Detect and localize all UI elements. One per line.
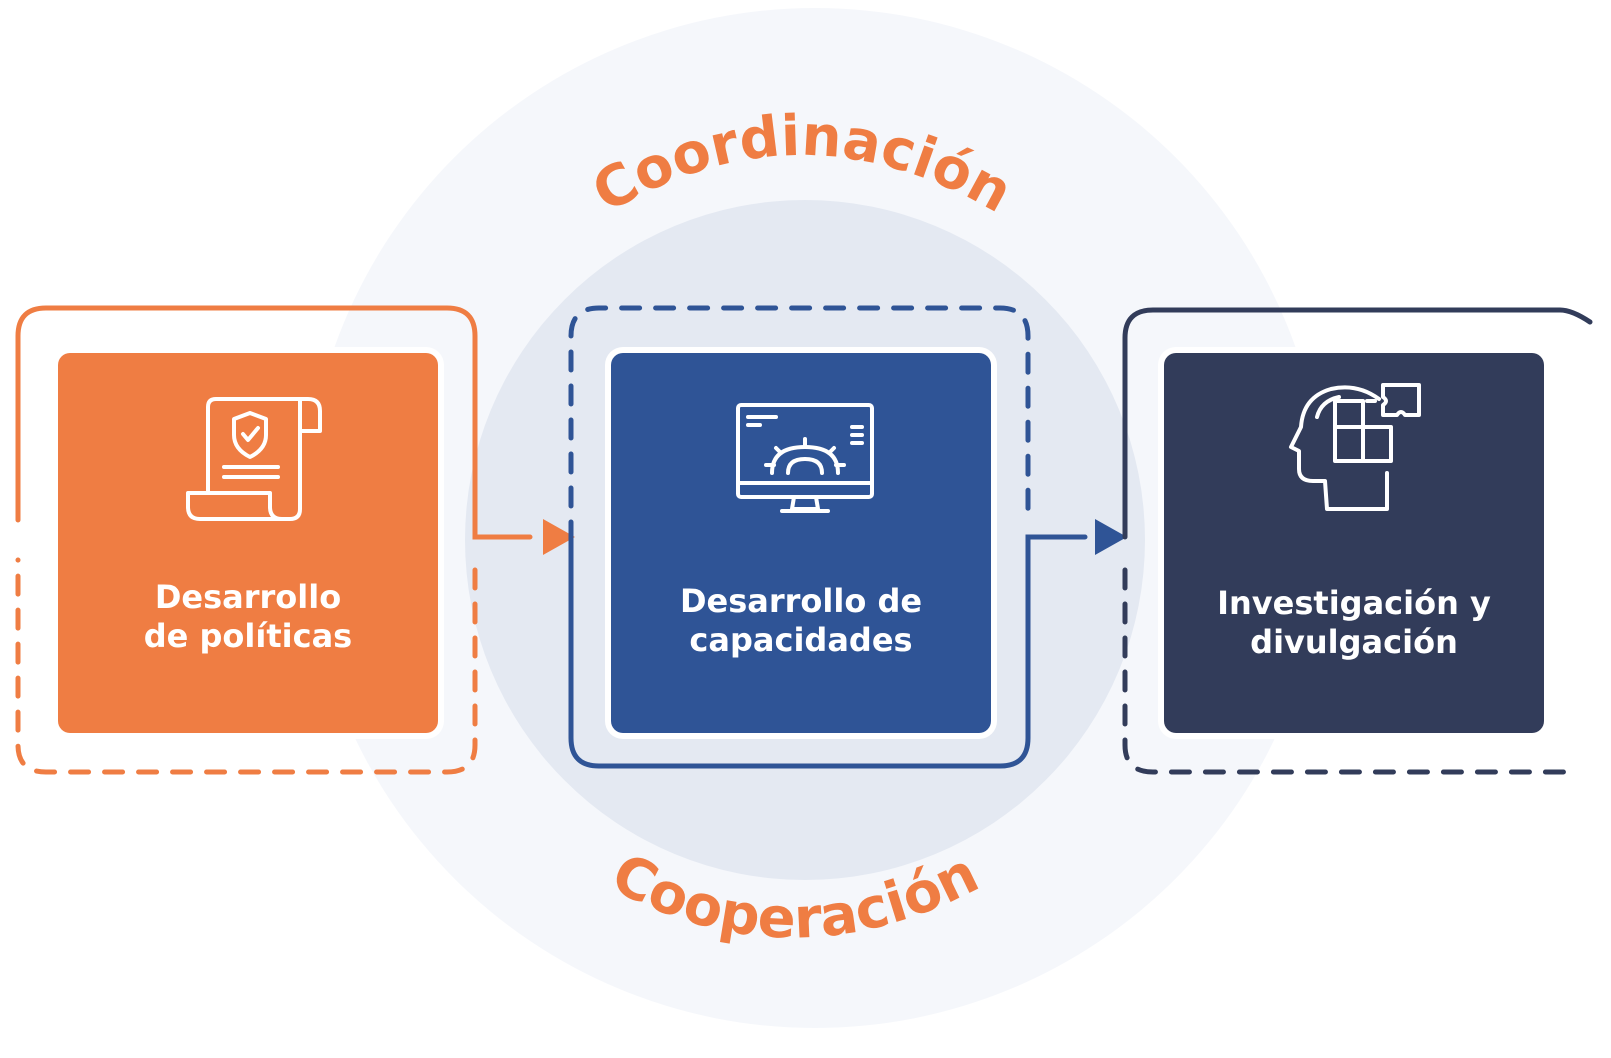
card-title-line: divulgación xyxy=(1250,623,1458,661)
card-title-line: capacidades xyxy=(689,621,913,659)
head-puzzle-icon xyxy=(1289,383,1421,511)
frame-capacity xyxy=(568,305,1127,769)
frame-research xyxy=(1122,307,1593,775)
card-title-policy: Desarrollo de políticas xyxy=(58,578,438,656)
arrow-head-blue xyxy=(1095,519,1127,555)
card-policy-development: Desarrollo de políticas xyxy=(58,353,438,733)
card-research-dissemination: Investigación y divulgación xyxy=(1164,353,1544,733)
card-title-line: Desarrollo xyxy=(154,578,342,616)
policy-scroll-icon xyxy=(186,397,322,521)
card-title-line: Desarrollo de xyxy=(679,582,923,620)
card-title-line: de políticas xyxy=(143,617,353,655)
frame-policy xyxy=(15,305,575,775)
cooperation-label: Cooperación xyxy=(601,841,988,952)
arrow-head-orange xyxy=(543,519,575,555)
card-capacity-development: Desarrollo de capacidades xyxy=(611,353,991,733)
card-title-capacity: Desarrollo de capacidades xyxy=(611,582,991,660)
card-title-line: Investigación y xyxy=(1217,584,1491,622)
card-title-research: Investigación y divulgación xyxy=(1164,584,1544,662)
coordination-label: Coordinación xyxy=(582,103,1022,225)
monitor-gear-icon xyxy=(736,403,874,513)
